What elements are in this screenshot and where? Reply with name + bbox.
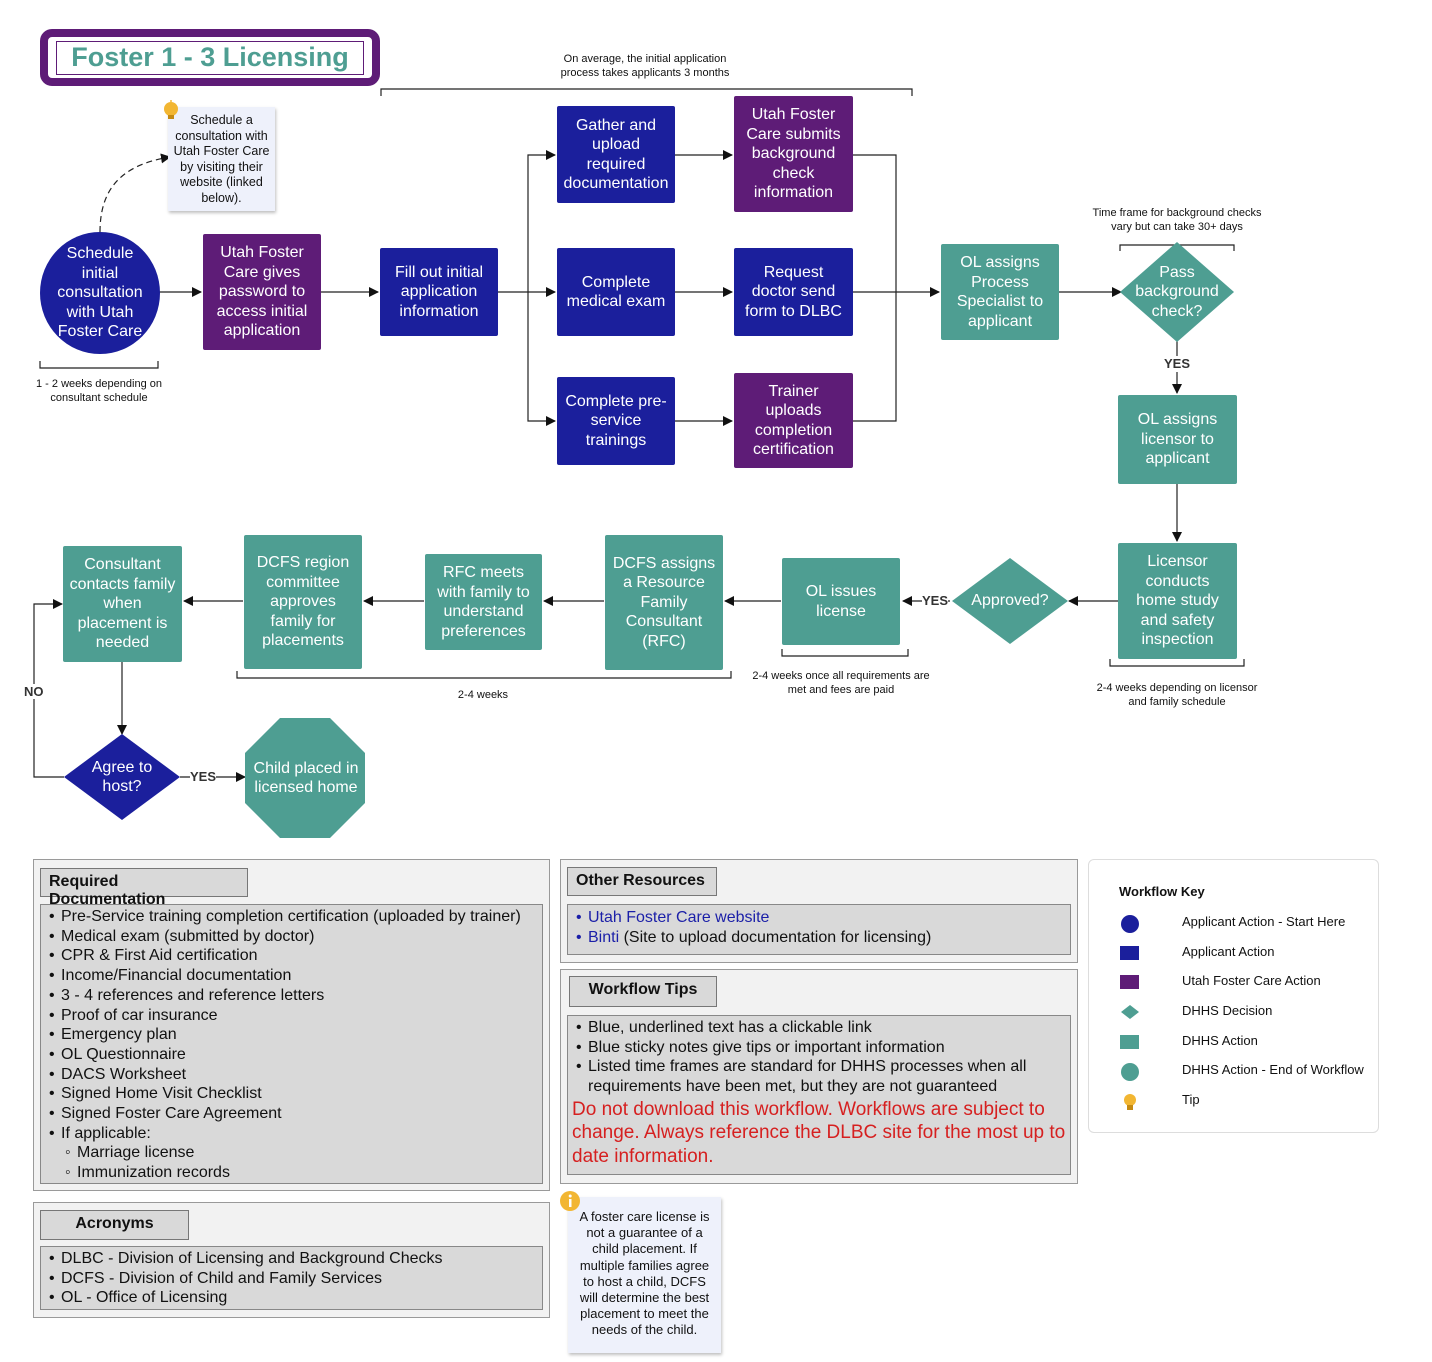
list-item: OL - Office of Licensing [49, 1288, 534, 1308]
square-icon [1120, 975, 1139, 989]
pass-background-diamond [1120, 242, 1234, 342]
list-item: Blue sticky notes give tips or important… [576, 1038, 1066, 1058]
note-rfc-time: 2-4 weeks [457, 689, 509, 701]
octagon-icon [1121, 1063, 1139, 1081]
key-row-dhhs-action: DHHS Action [1119, 1031, 1369, 1053]
list-item: Income/Financial documentation [49, 966, 534, 986]
acronyms-title: Acronyms [40, 1210, 189, 1240]
required-doc-title: Required Documentation [40, 868, 248, 908]
list-item: Proof of car insurance [49, 1006, 534, 1026]
sticky-placement-text: A foster care license is not a guarantee… [579, 1209, 710, 1338]
circle-icon [1121, 915, 1139, 933]
node-pass-background: Pass background check? [1135, 263, 1219, 320]
label-yes-approved: YES [922, 593, 949, 608]
label-yes-host: YES [190, 769, 217, 784]
node-trainer-uploads: Trainer uploads completion certification [734, 373, 853, 468]
node-fill-out-application: Fill out initial application information [380, 248, 498, 336]
list-item: If applicable: [49, 1124, 534, 1144]
workflow-key-title: Workflow Key [1119, 884, 1205, 899]
other-resources-panel: Other Resources Utah Foster Care website… [560, 859, 1078, 963]
note-license-time: 2-4 weeks once all requirements are met … [752, 670, 930, 696]
label-yes-bg: YES [1164, 356, 1191, 371]
schedule-circle [40, 232, 160, 354]
list-item: 3 - 4 references and reference letters [49, 986, 534, 1006]
diamond-icon [1121, 1005, 1139, 1019]
list-item: DLBC - Division of Licensing and Backgro… [49, 1249, 534, 1269]
workflow-tips-list: Blue, underlined text has a clickable li… [567, 1015, 1071, 1175]
acronyms-panel: Acronyms DLBC - Division of Licensing an… [33, 1202, 550, 1318]
sub-list-item: Marriage license [49, 1143, 534, 1163]
list-item: Blue, underlined text has a clickable li… [576, 1018, 1066, 1038]
node-issue-license: OL issues license [782, 558, 900, 645]
sub-list-item: Immunization records [49, 1163, 534, 1183]
square-icon [1120, 1035, 1139, 1049]
note-initial-process: On average, the initial application proc… [560, 53, 730, 79]
other-resources-list: Utah Foster Care website Binti (Site to … [567, 904, 1071, 955]
key-row-applicant: Applicant Action [1119, 942, 1369, 964]
acronyms-list: DLBC - Division of Licensing and Backgro… [40, 1246, 543, 1310]
workflow-tips-panel: Workflow Tips Blue, underlined text has … [560, 969, 1078, 1184]
node-trainings: Complete pre-service trainings [557, 377, 675, 465]
title-box: Foster 1 - 3 Licensing [40, 29, 380, 86]
note-consult-time: 1 - 2 weeks depending on consultant sche… [36, 378, 162, 404]
key-row-ufc: Utah Foster Care Action [1119, 971, 1369, 993]
node-bg-submit: Utah Foster Care submits background chec… [734, 96, 853, 212]
approved-diamond [952, 558, 1068, 644]
node-committee: DCFS region committee approves family fo… [244, 535, 362, 669]
list-item: DCFS - Division of Child and Family Serv… [49, 1269, 534, 1289]
node-approved: Approved? [971, 592, 1049, 610]
list-item: Listed time frames are standard for DHHS… [576, 1057, 1066, 1096]
lightbulb-icon [1124, 1094, 1136, 1110]
node-schedule-consultation: Schedule initial consultation with Utah … [57, 245, 143, 341]
node-password: Utah Foster Care gives password to acces… [203, 234, 321, 350]
agree-diamond [64, 734, 180, 820]
required-doc-list: Pre-Service training completion certific… [40, 904, 543, 1184]
list-item: Medical exam (submitted by doctor) [49, 927, 534, 947]
key-row-decision: DHHS Decision [1119, 1001, 1369, 1023]
key-row-start: Applicant Action - Start Here [1119, 912, 1369, 934]
node-dcfs-rfc: DCFS assigns a Resource Family Consultan… [605, 535, 723, 670]
placed-octagon [245, 718, 365, 838]
other-resources-title: Other Resources [567, 867, 717, 896]
binti-link-item[interactable]: Binti (Site to upload documentation for … [576, 928, 1062, 948]
node-child-placed: Child placed in licensed home [253, 759, 359, 797]
list-item: Pre-Service training completion certific… [49, 907, 534, 927]
info-icon [559, 1190, 581, 1212]
node-agree-to-host: Agree to host? [91, 758, 153, 796]
list-item: OL Questionnaire [49, 1045, 534, 1065]
key-row-end: DHHS Action - End of Workflow [1119, 1060, 1369, 1082]
required-doc-panel: Required Documentation Pre-Service train… [33, 859, 550, 1191]
note-home-study-time: 2-4 weeks depending on licensor and fami… [1096, 682, 1258, 708]
node-rfc-meets: RFC meets with family to understand pref… [425, 554, 542, 650]
sticky-schedule-text: Schedule a consultation with Utah Foster… [173, 113, 270, 205]
key-row-tip: Tip [1119, 1090, 1369, 1112]
workflow-tips-title: Workflow Tips [569, 976, 717, 1007]
square-icon [1120, 946, 1139, 960]
list-item: DACS Worksheet [49, 1065, 534, 1085]
node-home-study: Licensor conducts home study and safety … [1118, 543, 1237, 659]
sticky-schedule-tip: Schedule a consultation with Utah Foster… [168, 107, 275, 211]
node-doctor-form: Request doctor send form to DLBC [734, 248, 853, 336]
list-item: CPR & First Aid certification [49, 946, 534, 966]
node-gather-docs: Gather and upload required documentation [557, 106, 675, 203]
note-background-time: Time frame for background checks vary bu… [1092, 207, 1262, 233]
page-title: Foster 1 - 3 Licensing [71, 42, 349, 72]
label-no-host: NO [24, 684, 44, 699]
lightbulb-icon [160, 100, 182, 122]
list-item: Emergency plan [49, 1025, 534, 1045]
node-ol-licensor: OL assigns licensor to applicant [1118, 395, 1237, 484]
workflow-key: Workflow Key Applicant Action - Start He… [1088, 859, 1379, 1133]
warning-text: Do not download this workflow. Workflows… [572, 1098, 1066, 1167]
list-item: Signed Foster Care Agreement [49, 1104, 534, 1124]
node-medical-exam: Complete medical exam [557, 248, 675, 336]
utah-foster-care-link[interactable]: Utah Foster Care website [576, 908, 1062, 928]
node-ol-process-specialist: OL assigns Process Specialist to applica… [941, 244, 1059, 340]
sticky-placement-note: A foster care license is not a guarantee… [568, 1197, 721, 1353]
node-consultant-contacts: Consultant contacts family when placemen… [63, 546, 182, 662]
list-item: Signed Home Visit Checklist [49, 1084, 534, 1104]
